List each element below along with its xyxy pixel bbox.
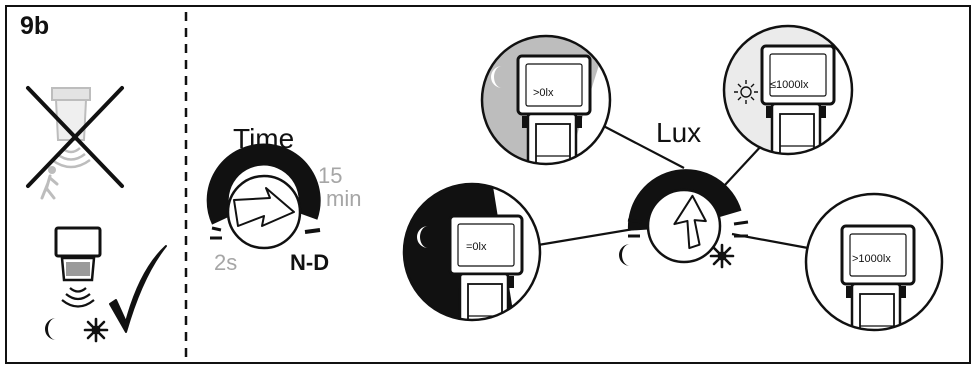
time-dial[interactable] xyxy=(206,143,321,250)
time-max-value: 15 xyxy=(318,163,342,188)
moon-icon xyxy=(45,318,56,340)
motion-sensor-active-illustration xyxy=(45,226,167,343)
preset-circle-bright: >1000lx xyxy=(804,192,944,332)
moon-icon xyxy=(619,244,630,266)
sun-icon xyxy=(83,317,109,343)
preset-circle-night: =0lx xyxy=(402,182,542,322)
sun-icon xyxy=(709,243,735,269)
check-mark-icon xyxy=(109,245,167,333)
preset-circle-dusk: >0lx xyxy=(480,34,612,166)
lux-dial-title: Lux xyxy=(656,117,701,148)
preset-label: >0lx xyxy=(533,87,554,99)
time-min-label: 2s xyxy=(214,250,237,275)
motion-sensor-disabled-illustration xyxy=(26,86,124,200)
moon-icon xyxy=(491,66,502,88)
sun-outline-icon xyxy=(734,80,758,104)
motion-waves-icon xyxy=(61,287,95,308)
dial-arrow-icon xyxy=(673,194,707,250)
time-max-unit: min xyxy=(326,186,361,211)
preset-label: >1000lx xyxy=(852,253,891,265)
lux-dial[interactable] xyxy=(627,169,749,264)
preset-circle-daylight: ≤1000lx xyxy=(722,24,854,156)
diagram-frame xyxy=(5,5,971,364)
preset-label: =0lx xyxy=(466,241,487,253)
cross-icon xyxy=(26,86,124,188)
walking-person-icon xyxy=(40,166,59,200)
dial-arrow-icon xyxy=(233,187,295,227)
preset-label: ≤1000lx xyxy=(770,79,809,91)
time-mode-label: N-D xyxy=(290,250,329,275)
step-label: 9b xyxy=(20,12,49,40)
moon-icon xyxy=(417,226,428,248)
